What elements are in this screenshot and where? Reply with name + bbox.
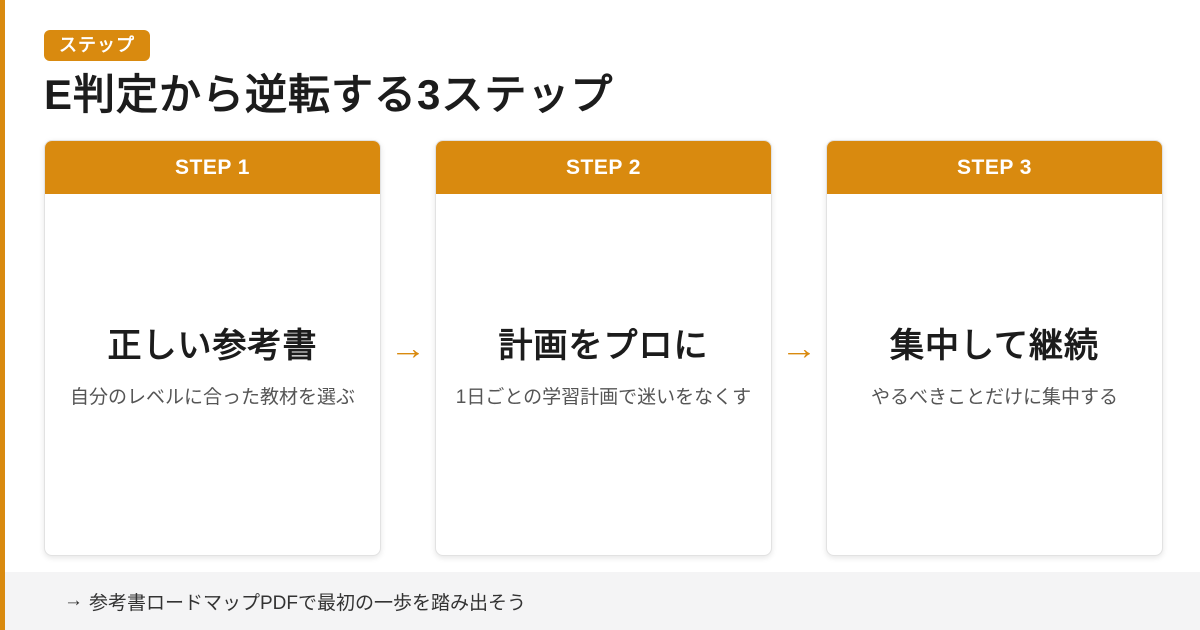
step-card-1-header: STEP 1 — [45, 141, 380, 194]
step-card-2-description: 1日ごとの学習計画で迷いをなくす — [455, 387, 752, 409]
arrow-cell-2: → — [772, 140, 826, 556]
step-card-3-header: STEP 3 — [827, 141, 1162, 194]
steps-row: STEP 1 正しい参考書 自分のレベルに合った教材を選ぶ → STEP 2 計… — [44, 140, 1163, 556]
step-card-3-heading: 集中して継続 — [890, 327, 1099, 366]
step-card-3-body: 集中して継続 やるべきことだけに集中する — [827, 194, 1162, 555]
step-card-2: STEP 2 計画をプロに 1日ごとの学習計画で迷いをなくす — [435, 140, 772, 556]
step-card-1-description: 自分のレベルに合った教材を選ぶ — [69, 387, 355, 409]
arrow-cell-1: → — [381, 140, 435, 556]
step-card-1-body: 正しい参考書 自分のレベルに合った教材を選ぶ — [45, 194, 380, 555]
section-badge: ステップ — [44, 30, 150, 61]
footer-strip: → 参考書ロードマップPDFで最初の一歩を踏み出そう — [0, 572, 1200, 630]
step-card-2-header: STEP 2 — [436, 141, 771, 194]
step-card-2-body: 計画をプロに 1日ごとの学習計画で迷いをなくす — [436, 194, 771, 555]
right-arrow-icon: → — [780, 330, 818, 366]
left-accent-bar — [0, 0, 5, 630]
step-card-3-description: やるべきことだけに集中する — [870, 387, 1118, 409]
page-header: ステップ E判定から逆転する3ステップ — [44, 30, 613, 118]
page-title: E判定から逆転する3ステップ — [44, 71, 614, 118]
step-card-1-heading: 正しい参考書 — [107, 327, 318, 366]
step-card-2-heading: 計画をプロに — [498, 327, 709, 366]
footer-cta-link[interactable]: → 参考書ロードマップPDFで最初の一歩を踏み出そう — [64, 588, 526, 615]
right-arrow-icon: → — [64, 590, 83, 611]
step-card-1: STEP 1 正しい参考書 自分のレベルに合った教材を選ぶ — [44, 140, 381, 556]
step-card-3: STEP 3 集中して継続 やるべきことだけに集中する — [826, 140, 1163, 556]
right-arrow-icon: → — [389, 330, 427, 366]
footer-cta-label: 参考書ロードマップPDFで最初の一歩を踏み出そう — [89, 592, 527, 614]
